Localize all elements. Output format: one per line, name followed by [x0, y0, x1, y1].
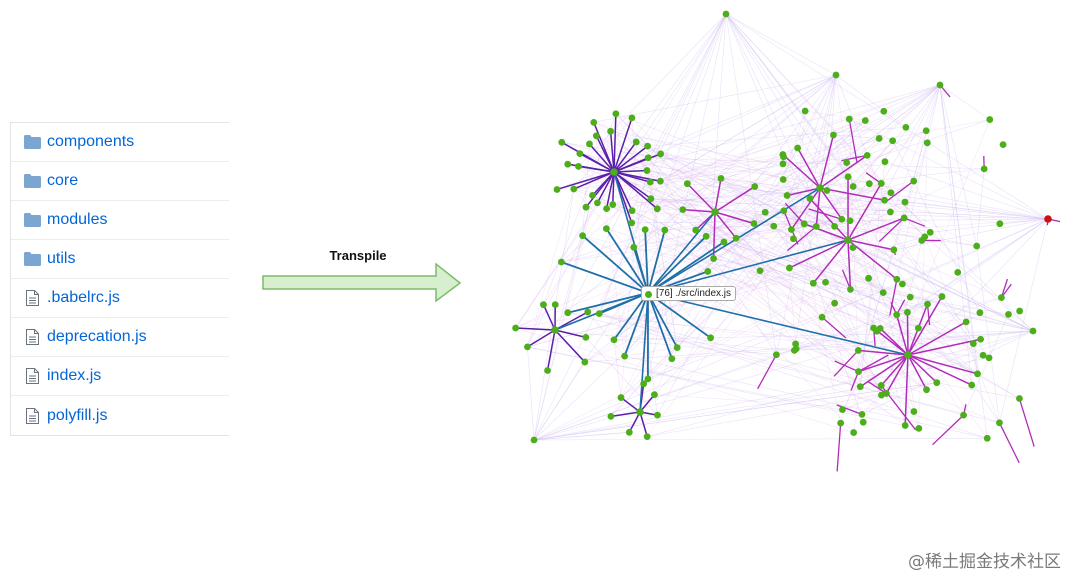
highlighted-node-label[interactable]: [76] ./src/index.js [641, 286, 737, 301]
file-row-babelrc-js[interactable]: .babelrc.js [11, 279, 229, 318]
file-row-polyfill-js[interactable]: polyfill.js [11, 396, 229, 435]
file-row-label: .babelrc.js [47, 289, 120, 306]
file-row-deprecation-js[interactable]: deprecation.js [11, 318, 229, 357]
file-icon [23, 289, 41, 307]
node-dot-icon [645, 291, 652, 298]
folder-icon [23, 172, 41, 190]
file-row-modules[interactable]: modules [11, 201, 229, 240]
dependency-graph [512, 10, 1060, 472]
file-row-index-js[interactable]: index.js [11, 357, 229, 396]
node-label-text: [76] ./src/index.js [656, 288, 732, 299]
file-icon [23, 407, 41, 425]
file-row-label: deprecation.js [47, 328, 147, 345]
folder-icon [23, 250, 41, 268]
file-row-utils[interactable]: utils [11, 240, 229, 279]
file-icon [23, 367, 41, 385]
folder-icon [23, 211, 41, 229]
folder-icon [23, 133, 41, 151]
file-row-label: core [47, 172, 79, 189]
file-row-core[interactable]: core [11, 162, 229, 201]
transpile-label: Transpile [329, 248, 387, 263]
file-row-components[interactable]: components [11, 123, 229, 162]
background-edges [515, 13, 1049, 441]
dependency-nodes [512, 10, 1052, 444]
file-row-label: polyfill.js [47, 406, 108, 424]
file-row-label: utils [47, 250, 76, 267]
file-list: components core modules utils .babelrc.js dep… [10, 122, 229, 436]
file-row-label: index.js [47, 367, 102, 384]
file-icon [23, 328, 41, 346]
file-row-label: components [47, 133, 135, 150]
transpile-arrow: Transpile [258, 240, 468, 310]
right-arrow-icon [262, 262, 462, 303]
watermark: @稀土掘金技术社区 [908, 552, 1061, 572]
file-row-label: modules [47, 211, 108, 228]
